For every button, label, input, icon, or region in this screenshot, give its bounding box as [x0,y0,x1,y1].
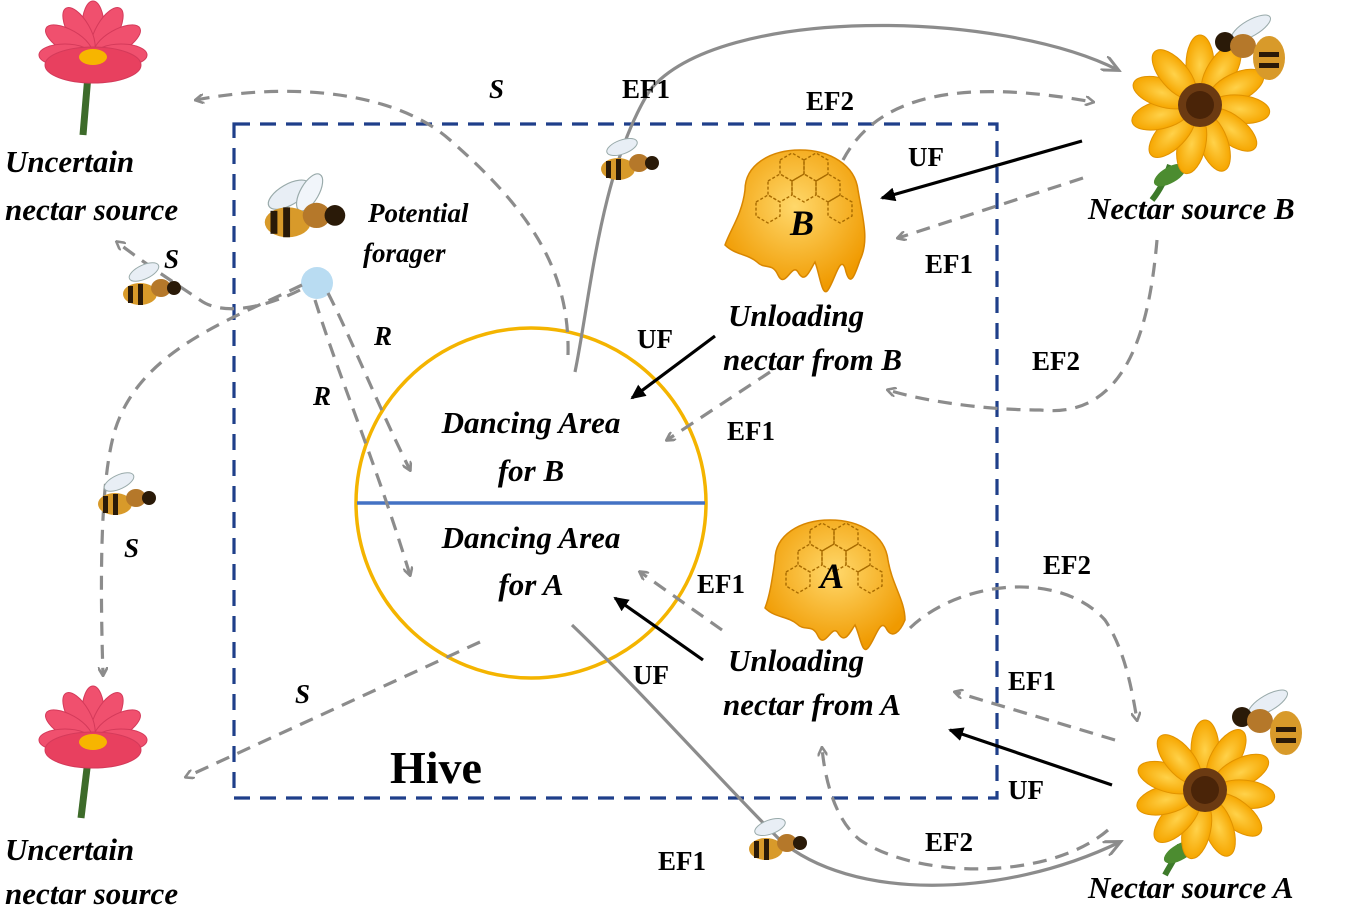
arrow-ef1-b-dance [667,370,771,440]
uncertain-source-top-line2: nectar source [5,192,178,227]
label-ef1-a-in: EF1 [1008,666,1056,696]
pink-flower-bottom-icon [38,685,148,819]
dancing-area-a-line2: for A [498,567,563,602]
uncertain-source-top-line1: Uncertain [5,144,134,179]
label-r-right: R [373,321,392,351]
arrow-uf-a-dance [613,596,704,662]
bee-bottom-center-icon [749,817,807,860]
hive-label: Hive [390,742,482,793]
unloading-a-line1: Unloading [728,643,864,678]
potential-forager-line2: forager [363,238,446,268]
arrow-ef1-a-in [955,692,1116,742]
label-ef1-a-dance: EF1 [697,569,745,599]
arrow-ef2-a-out [908,585,1137,720]
label-uf-a-dance: UF [633,660,669,690]
label-ef1-b-in: EF1 [925,249,973,279]
label-s-left-lower: S [124,533,139,563]
bee-left-lower-icon [98,472,156,515]
honeycomb-b-icon: B [724,149,866,293]
dancing-area-b-line2: for B [498,453,564,488]
label-r-left: R [312,381,331,411]
label-ef2-a-return: EF2 [925,827,973,857]
label-s-top: S [489,74,504,104]
arrow-s-bottom [186,640,481,777]
arrow-ef2-a-return [822,748,1110,871]
potential-forager-dot [301,267,333,299]
label-uf-b-dance: UF [637,324,673,354]
potential-forager-line1: Potential [367,198,469,228]
arrow-ef2-b-return [888,239,1159,413]
honey-b-letter: B [789,203,814,243]
label-uf-a-in: UF [1008,775,1044,805]
label-s-left-upper: S [164,244,179,274]
bee-top-center-icon [601,137,659,180]
arrow-uf-b-dance [630,334,716,400]
hive-boundary [232,122,999,800]
label-ef2-top: EF2 [806,86,854,116]
arrow-s-left-lower [101,283,303,675]
arrow-ef1-to-b [573,23,1118,373]
dancing-area-circle [354,326,708,680]
arrow-r-right [326,292,410,470]
label-ef2-b-return: EF2 [1032,346,1080,376]
yellow-flower-a-icon [1136,719,1276,877]
dancing-area-a-line1: Dancing Area [441,520,621,555]
unloading-a-line2: nectar from A [723,687,901,722]
unloading-b-line1: Unloading [728,298,864,333]
dancing-area-b-line1: Dancing Area [441,405,621,440]
label-ef1-top: EF1 [622,74,670,104]
pink-flower-top-icon [38,0,148,136]
bee-left-upper-icon [123,262,181,305]
arrow-ef1-b-in [898,176,1084,238]
nectar-source-a-label: Nectar source A [1087,870,1294,905]
honeycomb-a-icon: A [764,519,906,651]
unloading-b-line2: nectar from B [723,342,902,377]
arrow-s-top [196,89,570,356]
uncertain-source-bottom-line1: Uncertain [5,832,134,867]
bee-on-flower-b-icon [1215,14,1285,80]
honey-a-letter: A [818,556,844,596]
uncertain-source-bottom-line2: nectar source [5,876,178,910]
label-s-bottom: S [295,679,310,709]
label-ef1-bottom: EF1 [658,846,706,876]
label-uf-b-in: UF [908,142,944,172]
yellow-flower-b-icon [1131,34,1271,202]
bee-potential-forager-icon [264,173,346,238]
label-ef2-a-out: EF2 [1043,550,1091,580]
arrow-s-left-upper [117,242,301,311]
arrow-ef1-a-dance [640,572,723,632]
arrow-uf-a-in [948,727,1113,787]
nectar-source-b-label: Nectar source B [1087,191,1295,226]
label-ef1-b-dance: EF1 [727,416,775,446]
arrow-ef2-to-b [841,90,1093,161]
arrow-uf-b-in [880,139,1083,202]
bee-on-flower-a-icon [1232,689,1302,755]
arrow-r-left [313,299,410,575]
